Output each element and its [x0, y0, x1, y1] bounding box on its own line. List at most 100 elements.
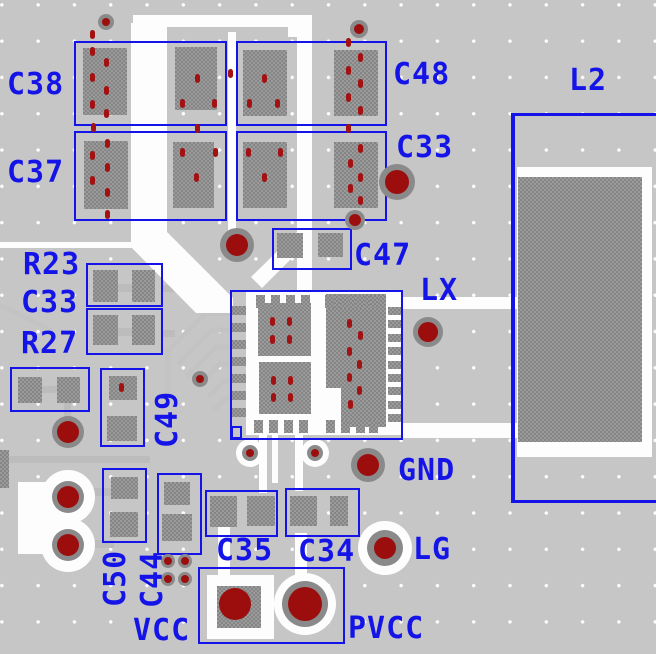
copper-trace[interactable] — [295, 433, 303, 491]
micro-via[interactable] — [347, 399, 353, 409]
ic-pin-pad[interactable] — [286, 295, 295, 308]
micro-via[interactable] — [345, 123, 351, 133]
copper-trace[interactable] — [295, 533, 307, 581]
pad[interactable] — [277, 233, 303, 258]
ic-pin-pad[interactable] — [231, 323, 246, 332]
copper-trace[interactable] — [218, 527, 230, 577]
component-outline-l2[interactable] — [511, 113, 515, 503]
micro-via[interactable] — [287, 375, 293, 385]
component-outline-c48[interactable] — [236, 41, 387, 126]
pad[interactable] — [518, 177, 642, 442]
micro-via[interactable] — [261, 172, 267, 182]
label-l2[interactable]: L2 — [569, 63, 608, 98]
pad[interactable] — [318, 233, 343, 257]
label-c35[interactable]: C35 — [216, 533, 274, 568]
label-c33-top[interactable]: C33 — [396, 130, 454, 165]
pad[interactable] — [330, 496, 348, 526]
component-outline-c37[interactable] — [74, 131, 227, 221]
pad[interactable] — [210, 496, 237, 527]
ic-pin-pad[interactable] — [388, 333, 401, 342]
component-outline-c35[interactable] — [205, 490, 278, 537]
via[interactable] — [164, 557, 172, 565]
ic-pin-pad[interactable] — [388, 307, 401, 315]
micro-via[interactable] — [179, 147, 185, 157]
copper-trace[interactable] — [163, 330, 175, 337]
micro-via[interactable] — [277, 147, 283, 157]
ic-pin-pad[interactable] — [231, 408, 246, 417]
component-outline-vcc-pvcc-testpoints[interactable] — [198, 567, 345, 644]
pad[interactable] — [84, 141, 128, 209]
via[interactable] — [196, 375, 204, 383]
micro-via[interactable] — [345, 37, 351, 47]
copper-trace[interactable] — [297, 22, 312, 293]
via[interactable] — [288, 587, 322, 621]
micro-via[interactable] — [287, 392, 293, 402]
component-outline-l2[interactable] — [512, 113, 656, 116]
pad[interactable] — [57, 377, 80, 403]
micro-via[interactable] — [227, 68, 233, 78]
ic-pin-pad[interactable] — [231, 357, 246, 366]
pad[interactable] — [93, 270, 118, 302]
label-r27[interactable]: R27 — [21, 326, 79, 361]
label-c44[interactable]: C44 — [135, 550, 170, 608]
ic-pin-pad[interactable] — [388, 374, 401, 382]
micro-via[interactable] — [245, 147, 251, 157]
micro-via[interactable] — [357, 52, 363, 62]
micro-via[interactable] — [103, 108, 109, 118]
copper-trace[interactable] — [0, 456, 150, 463]
component-outline-ic[interactable] — [230, 290, 403, 440]
micro-via[interactable] — [179, 98, 185, 108]
ic-pin-pad[interactable] — [341, 420, 350, 433]
micro-via[interactable] — [345, 65, 351, 75]
via[interactable] — [357, 454, 379, 476]
pad[interactable] — [162, 514, 192, 541]
via[interactable] — [57, 534, 79, 556]
via[interactable] — [418, 322, 438, 342]
ic-pin-pad[interactable] — [388, 414, 401, 423]
micro-via[interactable] — [357, 143, 363, 153]
micro-via[interactable] — [261, 73, 267, 83]
micro-via[interactable] — [104, 162, 110, 172]
via[interactable] — [181, 557, 189, 565]
ic-pin-pad[interactable] — [340, 295, 349, 308]
micro-via[interactable] — [357, 195, 363, 205]
component-outline-c33[interactable] — [236, 131, 387, 221]
copper-trace[interactable] — [42, 386, 58, 393]
micro-via[interactable] — [357, 330, 363, 340]
ic-pin-pad[interactable] — [356, 420, 365, 433]
component-outline-c50[interactable] — [102, 468, 147, 543]
copper-trace[interactable] — [88, 488, 114, 496]
via[interactable] — [226, 234, 248, 256]
micro-via[interactable] — [286, 316, 292, 326]
via[interactable] — [219, 588, 251, 620]
micro-via[interactable] — [193, 172, 199, 182]
label-r23[interactable]: R23 — [23, 247, 81, 282]
ic-pin-pad[interactable] — [301, 295, 310, 308]
label-c37[interactable]: C37 — [7, 155, 65, 190]
via[interactable] — [374, 537, 396, 559]
ic-pin-pad[interactable] — [325, 295, 334, 308]
ic-pin-pad[interactable] — [355, 295, 364, 308]
ic-pin-pad[interactable] — [369, 420, 378, 433]
micro-via[interactable] — [347, 158, 353, 168]
micro-via[interactable] — [274, 98, 280, 108]
pad[interactable] — [0, 450, 9, 488]
copper-trace[interactable] — [259, 433, 267, 493]
label-c49[interactable]: C49 — [150, 390, 185, 448]
via[interactable] — [246, 449, 254, 457]
component-outline-c44[interactable] — [157, 473, 202, 555]
micro-via[interactable] — [357, 105, 363, 115]
ic-pin-pad[interactable] — [388, 320, 401, 329]
pad[interactable] — [164, 482, 190, 505]
micro-via[interactable] — [347, 183, 353, 193]
micro-via[interactable] — [89, 150, 95, 160]
label-gnd-net[interactable]: GND — [398, 453, 456, 488]
micro-via[interactable] — [356, 359, 362, 369]
label-lx-net[interactable]: LX — [420, 273, 459, 308]
label-c47[interactable]: C47 — [354, 238, 412, 273]
component-outline-c38[interactable] — [74, 41, 227, 126]
micro-via[interactable] — [269, 334, 275, 344]
via[interactable] — [349, 214, 361, 226]
via[interactable] — [181, 575, 189, 583]
ic-pin-pad[interactable] — [269, 420, 278, 433]
